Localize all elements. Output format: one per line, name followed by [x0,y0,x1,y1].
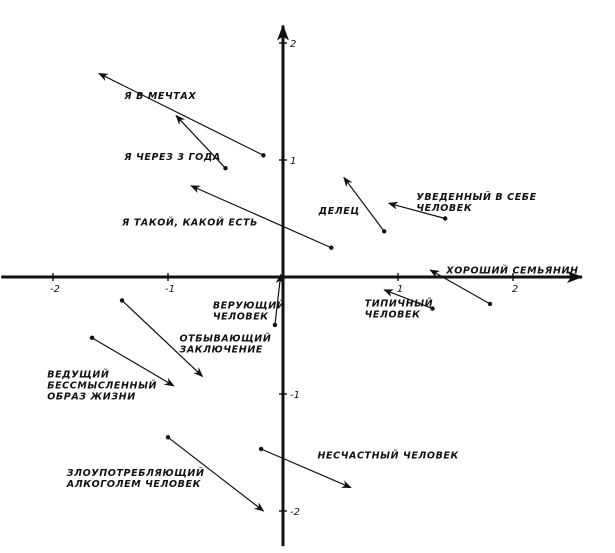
vector-arrow [274,273,284,326]
vector-label-line: Я ЧЕРЕЗ 3 ГОДА [123,152,221,163]
vector-start-dot [258,446,264,452]
vector-label-line: ОБРАЗ ЖИЗНИ [47,392,136,403]
vector-arrow [429,269,491,305]
vector-label-line: ОТБЫВАЮЩИЙ [180,332,272,344]
vector-start-dot [89,335,95,341]
vector-label: ДЕЛЕЦ [318,206,360,217]
vector-start-dot [272,322,278,328]
vector-label: Я ТАКОЙ, КАКОЙ ЕСТЬ [121,217,258,229]
vector-start-dot [442,216,448,221]
vector-label: НЕСЧАСТНЫЙ ЧЕЛОВЕК [318,449,460,461]
vector-label-line: ЗЛОУПОТРЕБЛЯЮЩИЙ [67,467,205,479]
x-tick-label: 2 [512,284,518,295]
vector-label-line: ЧЕЛОВЕК [213,312,269,323]
vector-arrow [190,185,332,249]
y-tick-label: 1 [290,156,296,167]
vector-start-dot [119,298,125,303]
vector-label: Я ЧЕРЕЗ 3 ГОДА [123,152,221,163]
vector-label-line: ХОРОШИЙ СЕМЬЯНИН [445,264,578,276]
y-tick-label: -2 [290,507,300,518]
vector-arrow [167,436,265,512]
vector-arrow [175,114,226,169]
vector-arrow [121,299,204,378]
vector-start-dot [487,301,493,307]
vector-start-dot [223,165,228,171]
vector-label-line: ВЕДУЩИЙ [47,369,109,381]
vector-arrow [383,289,433,310]
vector-label-line: ЗАКЛЮЧЕНИЕ [180,344,263,355]
x-tick-label: -2 [50,284,60,295]
y-tick-label: 2 [290,39,296,50]
y-tick-label: -1 [290,390,300,401]
vector-label-line: БЕССМЫСЛЕННЫЙ [47,380,157,392]
vector-start-dot [430,306,435,311]
vector-label-line: Я ТАКОЙ, КАКОЙ ЕСТЬ [121,217,258,229]
vector-label: ХОРОШИЙ СЕМЬЯНИН [445,264,578,276]
vector-start-dot [329,245,334,250]
vector-label: Я В МЕЧТАХ [123,91,196,102]
vector-label-line: ЧЕЛОВЕК [416,203,472,214]
vector-start-dot [261,153,266,158]
vector-label-line: ДЕЛЕЦ [318,206,360,217]
vector-arrow [260,448,352,489]
vector-label-line: ТИПИЧНЫЙ [365,297,434,309]
vector-label-line: УВЕДЕННЫЙ В СЕБЕ [416,191,536,203]
vector-label-line: ЧЕЛОВЕК [365,309,421,320]
vector-start-dot [382,229,387,234]
vector-arrow [387,201,446,220]
vector-start-dot [165,435,171,440]
vector-label-line: НЕСЧАСТНЫЙ ЧЕЛОВЕК [318,449,460,461]
vector-arrow [91,337,175,387]
vector-label-line: Я В МЕЧТАХ [123,91,196,102]
vector-arrow [98,72,264,156]
x-tick-label: -1 [165,284,175,295]
vector-arrow [343,176,385,232]
vector-label-line: АЛКОГОЛЕМ ЧЕЛОВЕК [66,479,202,490]
x-tick-label: 1 [397,284,403,295]
vector-label-line: ВЕРУЮЩИЙ [213,300,285,312]
